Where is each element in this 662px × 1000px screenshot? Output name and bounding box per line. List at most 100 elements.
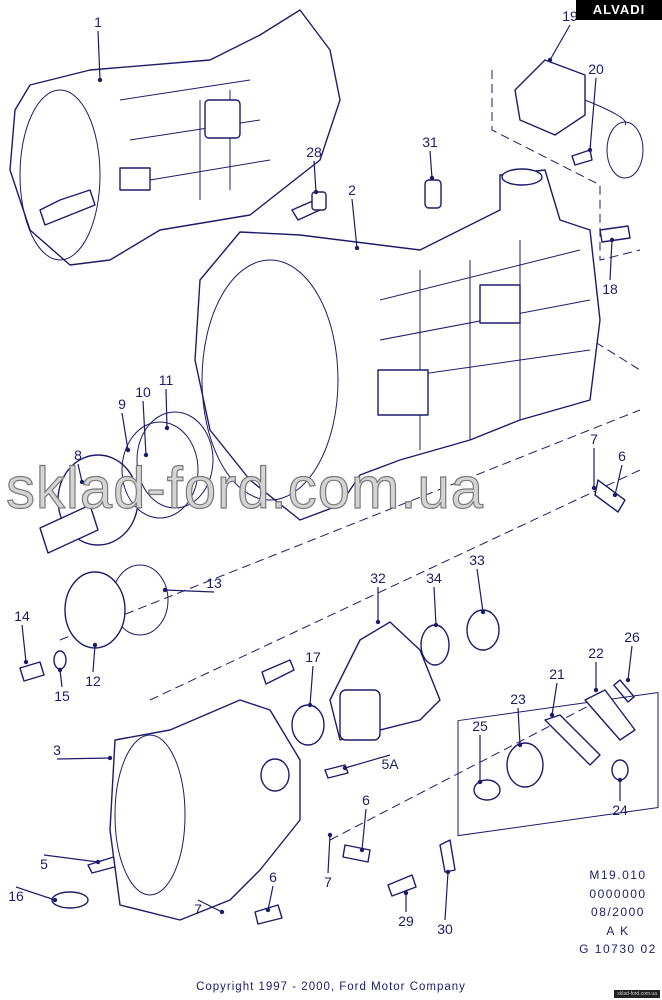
callout-number-15: 15 — [54, 688, 70, 704]
leader-line — [517, 707, 521, 746]
callout-number-13: 13 — [206, 575, 222, 591]
leader-line — [351, 198, 358, 249]
leader-line — [476, 568, 484, 613]
bearing-retainer-parts — [39, 411, 500, 746]
callout-number-3: 3 — [53, 742, 61, 758]
leader-dot — [95, 859, 101, 865]
leader-dot — [617, 777, 623, 783]
callout-number-6: 6 — [618, 448, 626, 464]
leader-dot — [79, 479, 85, 485]
callout-number-20: 20 — [588, 61, 604, 77]
leader-dot — [403, 890, 409, 896]
callout-number-16: 16 — [8, 888, 24, 904]
leader-line — [142, 400, 147, 456]
callout-number-25: 25 — [472, 718, 488, 734]
leader-dot — [547, 57, 553, 63]
leader-dot — [143, 452, 149, 458]
callout-number-26: 26 — [624, 629, 640, 645]
callout-number-34: 34 — [426, 570, 442, 586]
callout-number-6: 6 — [362, 792, 370, 808]
callout-number-5a: 5A — [381, 756, 399, 772]
leader-dot — [97, 77, 103, 83]
fasteners — [19, 149, 635, 925]
leader-dot — [342, 765, 348, 771]
leader-line — [121, 412, 129, 451]
leader-line — [77, 463, 83, 483]
leader-dot — [445, 869, 451, 875]
watermark-text: sklad-ford.com.ua — [5, 455, 484, 521]
leader-dot — [477, 779, 483, 785]
leader-dot — [591, 485, 597, 491]
leader-line — [627, 645, 633, 681]
leader-line — [361, 808, 367, 851]
leader-line — [56, 757, 111, 760]
callout-number-1: 1 — [94, 14, 102, 30]
callout-number-8: 8 — [74, 447, 82, 463]
leader-line — [313, 160, 317, 193]
leader-line — [327, 834, 331, 874]
leader-dot — [375, 619, 381, 625]
reference-line: 08/2000 — [591, 905, 645, 919]
brand-badge: ALVADI — [576, 0, 662, 20]
leader-dot — [480, 609, 486, 615]
extension-shaft — [329, 621, 441, 741]
leader-dot — [593, 687, 599, 693]
leader-line — [429, 150, 433, 179]
reference-line: A K — [606, 923, 630, 938]
callout-number-28: 28 — [306, 144, 322, 160]
leader-line — [549, 24, 571, 61]
leader-dot — [609, 237, 615, 243]
leader-dot — [162, 587, 168, 593]
leader-dot — [433, 622, 439, 628]
reference-block: M19.010 0000000 08/2000 A K G 10730 02 — [568, 866, 662, 959]
leader-line — [614, 464, 623, 496]
callout-number-18: 18 — [602, 281, 618, 297]
leader-dot — [52, 897, 58, 903]
leader-dot — [517, 742, 523, 748]
callout-number-24: 24 — [612, 802, 628, 818]
leader-line — [165, 388, 168, 429]
transmission-assembly — [9, 9, 341, 266]
callout-number-17: 17 — [305, 649, 321, 665]
copyright-notice: Copyright 1997 - 2000, Ford Motor Compan… — [196, 981, 466, 993]
reference-line: 0000000 — [589, 886, 647, 901]
callout-number-12: 12 — [85, 673, 101, 689]
leader-dot — [307, 702, 313, 708]
callout-number-7: 7 — [324, 874, 332, 890]
callout-number-7: 7 — [194, 901, 202, 917]
leader-line — [21, 624, 27, 663]
callout-number-6: 6 — [269, 869, 277, 885]
leader-dot — [125, 447, 131, 453]
leader-line — [433, 586, 437, 626]
leader-dot — [429, 175, 435, 181]
leader-dot — [625, 677, 631, 683]
callout-number-2: 2 — [348, 182, 356, 198]
leader-dot — [57, 667, 63, 673]
reference-line: M19.010 — [589, 868, 647, 882]
reference-line: G 10730 02 — [579, 942, 657, 956]
callout-number-7: 7 — [590, 431, 598, 447]
switch-assembly — [514, 59, 644, 179]
leader-line — [309, 665, 314, 706]
leader-dot — [265, 907, 271, 913]
leader-line — [97, 30, 101, 81]
callout-number-9: 9 — [118, 396, 126, 412]
leader-line — [589, 77, 597, 151]
leader-dot — [587, 147, 593, 153]
callout-number-32: 32 — [370, 570, 386, 586]
leader-dot — [107, 755, 113, 761]
leader-dot — [92, 642, 98, 648]
callout-number-23: 23 — [510, 691, 526, 707]
leader-dot — [359, 847, 365, 853]
leader-line — [551, 682, 558, 716]
leader-line — [444, 871, 449, 921]
callout-number-31: 31 — [422, 134, 438, 150]
leader-dot — [219, 909, 225, 915]
leader-line — [15, 886, 56, 901]
leader-line — [164, 589, 215, 593]
callout-number-10: 10 — [135, 384, 151, 400]
callout-number-14: 14 — [14, 608, 30, 624]
callout-number-22: 22 — [588, 645, 604, 661]
